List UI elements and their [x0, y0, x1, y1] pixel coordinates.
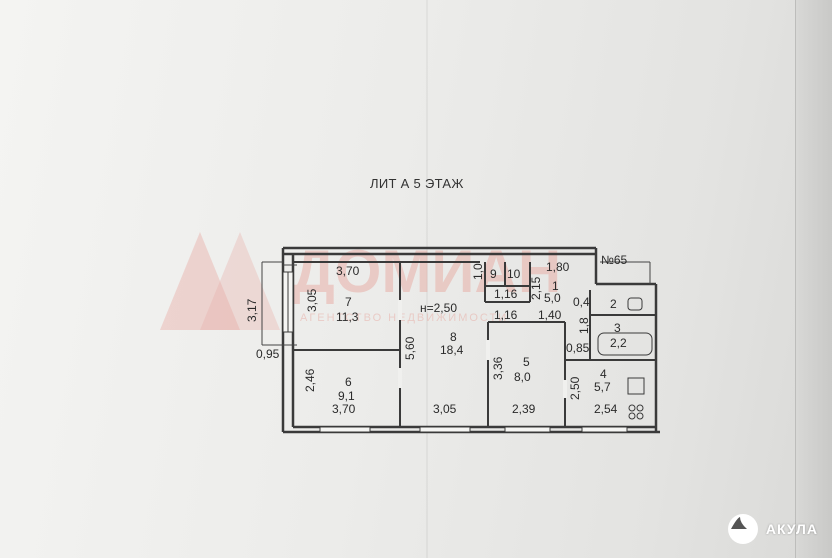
windows-bottom [319, 426, 628, 433]
dim-w-116a: 1,16 [494, 287, 518, 301]
dim-h-18: 1,8 [577, 317, 591, 334]
interior-walls [293, 261, 656, 427]
dim-w-140: 1,40 [538, 308, 562, 322]
dim-bottom-4: 2,54 [594, 402, 618, 416]
akula-badge: АКУЛА [727, 514, 818, 544]
dim-bottom-3: 2,39 [512, 402, 536, 416]
dim-bottom-2: 3,05 [433, 402, 457, 416]
room-3-number: 3 [614, 321, 621, 335]
room-10-number: 10 [507, 267, 521, 281]
dim-outer-left: 3,17 [245, 298, 259, 322]
room-7-area: 11,3 [336, 310, 359, 324]
room-4-number: 4 [600, 367, 607, 381]
dim-w-04: 0,4 [573, 295, 590, 309]
dim-hall-v: 2,15 [529, 276, 543, 300]
dim-w-085: 0,85 [566, 341, 590, 355]
room-1-area: 5,0 [544, 291, 561, 305]
room-9-number: 9 [490, 267, 497, 281]
room-1-number: 1 [552, 279, 559, 293]
room-6-number: 6 [345, 375, 352, 389]
dimension-lines [261, 261, 651, 346]
bathtub-icon [597, 332, 653, 356]
fixtures [597, 297, 653, 420]
shark-icon [727, 514, 758, 544]
room-5-number: 5 [523, 355, 530, 369]
dim-top-right: 1,80 [546, 260, 570, 274]
dim-left-height: 3,05 [305, 288, 319, 312]
dim-room5-height: 3,36 [491, 356, 505, 380]
sink-icon [627, 377, 645, 395]
paper-fold [426, 0, 428, 558]
dim-top-left: 3,70 [336, 264, 360, 278]
dim-w-116b: 1,16 [494, 308, 518, 322]
door-openings [398, 300, 567, 398]
dim-bottom-1: 3,70 [332, 402, 356, 416]
toilet-icon [627, 297, 643, 311]
room-2-number: 2 [610, 297, 617, 311]
dim-room6-height: 2,46 [303, 368, 317, 392]
stove-icon [628, 404, 636, 412]
room-8-area: 18,4 [440, 343, 464, 357]
dim-room4-height: 2,50 [568, 376, 582, 400]
apartment-number: №65 [601, 253, 628, 267]
dim-top-closet: 1,0 [471, 263, 485, 280]
paper-edge [795, 0, 832, 558]
plan-title: ЛИТ А 5 ЭТАЖ [370, 176, 464, 191]
dim-hall-height: 5,60 [403, 336, 417, 360]
dim-outer-offset: 0,95 [256, 347, 280, 361]
room-7-number: 7 [345, 295, 352, 309]
badge-text: АКУЛА [765, 521, 818, 537]
room-3-area: 2,2 [610, 336, 627, 350]
watermark-subtext: АГЕНТСТВО НЕДВИЖИМОСТИ [300, 312, 508, 324]
room-8-number: 8 [450, 330, 457, 344]
room-5-area: 8,0 [514, 370, 531, 384]
watermark-logo-icon [160, 232, 280, 330]
room-4-area: 5,7 [594, 380, 611, 394]
ceiling-height: н=2,50 [420, 301, 457, 315]
room-6-area: 9,1 [338, 389, 355, 403]
